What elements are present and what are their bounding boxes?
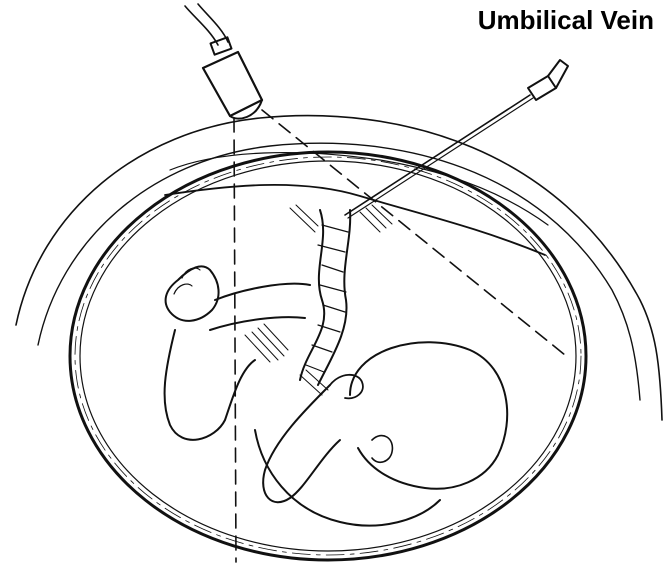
ultrasound-transducer (185, 4, 262, 119)
ultrasound-beam (234, 110, 565, 562)
needle (345, 60, 568, 218)
fetus (165, 266, 508, 525)
umbilical-cord (290, 205, 392, 385)
uterus-outline (70, 152, 586, 560)
umbilical-vein-label: Umbilical Vein (478, 4, 654, 36)
